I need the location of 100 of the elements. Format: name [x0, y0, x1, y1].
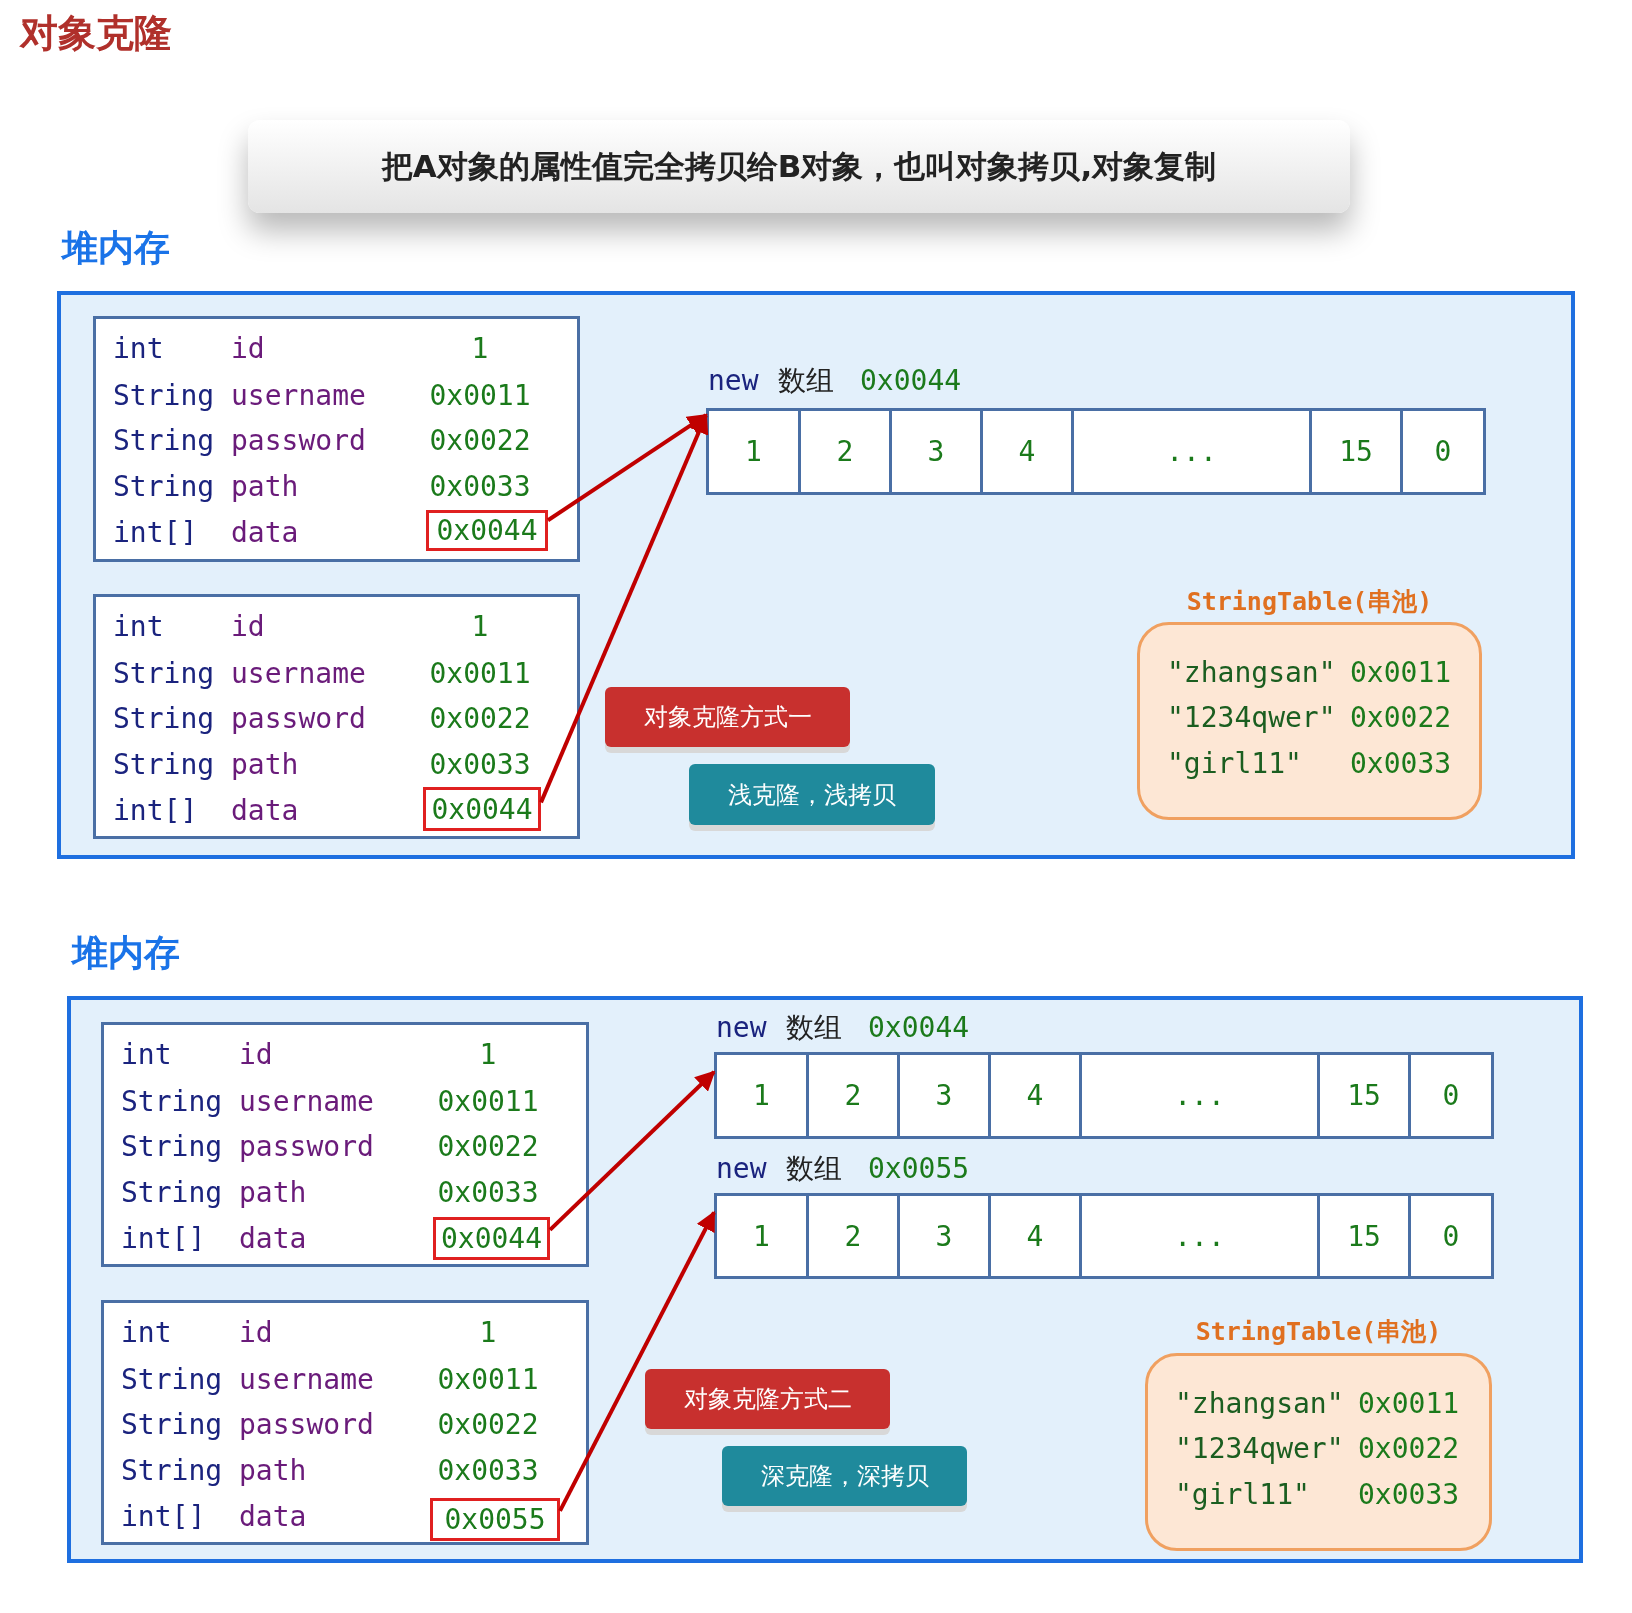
pool-heading: StringTable(串池)	[1186, 589, 1433, 614]
field-type: String	[113, 427, 215, 455]
highlight-box: 0x0044	[433, 1217, 550, 1260]
field-value: 0x0011	[437, 1088, 539, 1116]
address-label: 0x0011	[1358, 1390, 1460, 1418]
keyword-label: new	[716, 1154, 767, 1183]
object-box	[101, 1300, 589, 1545]
field-name: id	[231, 613, 265, 641]
field-value: 0x0011	[437, 1366, 539, 1394]
field-type: String	[121, 1133, 223, 1161]
field-name: path	[231, 751, 299, 779]
keyword-label: new	[716, 1013, 767, 1042]
field-type: String	[113, 705, 215, 733]
field-name: password	[239, 1411, 374, 1439]
field-value: 0x0022	[429, 427, 531, 455]
field-type: int	[121, 1319, 172, 1347]
array-cell: ...	[1079, 1052, 1320, 1139]
field-name: id	[231, 335, 265, 363]
field-type: int[]	[113, 519, 198, 547]
field-value: 1	[479, 1041, 497, 1069]
field-name: data	[239, 1503, 307, 1531]
field-value: 0x0022	[437, 1411, 539, 1439]
string-literal: "1234qwer"	[1167, 704, 1336, 732]
array-cell: 0	[1400, 408, 1486, 495]
array-cell: 1	[714, 1193, 809, 1279]
field-name: password	[231, 427, 366, 455]
array-cell: 4	[988, 1052, 1082, 1139]
array-label: 数组	[786, 1154, 842, 1183]
field-name: username	[231, 660, 366, 688]
field-name: username	[239, 1366, 374, 1394]
field-type: int	[113, 613, 164, 641]
array-cell: 3	[897, 1193, 991, 1279]
array-label: 数组	[778, 366, 834, 395]
field-value: 1	[471, 335, 489, 363]
string-literal: "zhangsan"	[1167, 659, 1336, 687]
arrow	[546, 413, 708, 522]
field-name: password	[239, 1133, 374, 1161]
field-name: id	[239, 1319, 273, 1347]
address-label: 0x0022	[1350, 704, 1452, 732]
array-cell: 15	[1309, 408, 1403, 495]
array-cell: ...	[1079, 1193, 1320, 1279]
string-literal: "zhangsan"	[1175, 1390, 1344, 1418]
object-box	[101, 1022, 589, 1267]
address-label: 0x0011	[1350, 659, 1452, 687]
array-cell: 4	[980, 408, 1074, 495]
field-name: data	[239, 1225, 307, 1253]
array-cell: 15	[1317, 1193, 1411, 1279]
array-cell: 0	[1408, 1193, 1494, 1279]
field-name: password	[231, 705, 366, 733]
field-type: String	[121, 1457, 223, 1485]
field-name: path	[239, 1457, 307, 1485]
array-cell: 1	[714, 1052, 809, 1139]
address-label: 0x0044	[868, 1013, 970, 1042]
field-type: String	[113, 660, 215, 688]
banner: 把A对象的属性值完全拷贝给B对象，也叫对象拷贝,对象复制	[248, 120, 1350, 213]
field-type: String	[113, 751, 215, 779]
string-literal: "1234qwer"	[1175, 1435, 1344, 1463]
field-value: 0x0022	[429, 705, 531, 733]
field-type: int	[121, 1041, 172, 1069]
field-type: String	[113, 473, 215, 501]
field-name: data	[231, 797, 299, 825]
string-literal: "girl11"	[1167, 750, 1302, 778]
section-heading: 堆内存	[62, 230, 170, 266]
section-heading: 堆内存	[72, 935, 180, 971]
string-literal: "girl11"	[1175, 1481, 1310, 1509]
array-cell: 15	[1317, 1052, 1411, 1139]
address-label: 0x0044	[860, 366, 962, 395]
field-value: 1	[479, 1319, 497, 1347]
field-type: String	[121, 1088, 223, 1116]
field-value: 0x0011	[429, 660, 531, 688]
field-name: id	[239, 1041, 273, 1069]
field-value: 1	[471, 613, 489, 641]
array-cell: 4	[988, 1193, 1082, 1279]
field-type: String	[121, 1179, 223, 1207]
field-type: String	[121, 1411, 223, 1439]
object-box	[93, 316, 580, 562]
field-type: int	[113, 335, 164, 363]
field-type: int[]	[113, 797, 198, 825]
field-name: username	[231, 382, 366, 410]
field-name: username	[239, 1088, 374, 1116]
array-label: 数组	[786, 1013, 842, 1042]
field-name: path	[231, 473, 299, 501]
field-value: 0x0011	[429, 382, 531, 410]
object-box	[93, 594, 580, 839]
field-type: int[]	[121, 1225, 206, 1253]
array-cell: 2	[806, 1052, 900, 1139]
array-cell: 2	[806, 1193, 900, 1279]
array-cell: ...	[1071, 408, 1312, 495]
address-label: 0x0033	[1350, 750, 1452, 778]
field-type: String	[113, 382, 215, 410]
highlight-box: 0x0044	[423, 787, 541, 831]
highlight-box: 0x0055	[430, 1498, 560, 1541]
array-cell: 1	[706, 408, 801, 495]
field-name: path	[239, 1179, 307, 1207]
array-cell: 3	[897, 1052, 991, 1139]
arrow	[548, 1070, 716, 1232]
highlight-box: 0x0044	[426, 510, 548, 551]
array-cell: 2	[798, 408, 892, 495]
array-cell: 0	[1408, 1052, 1494, 1139]
address-label: 0x0033	[1358, 1481, 1460, 1509]
